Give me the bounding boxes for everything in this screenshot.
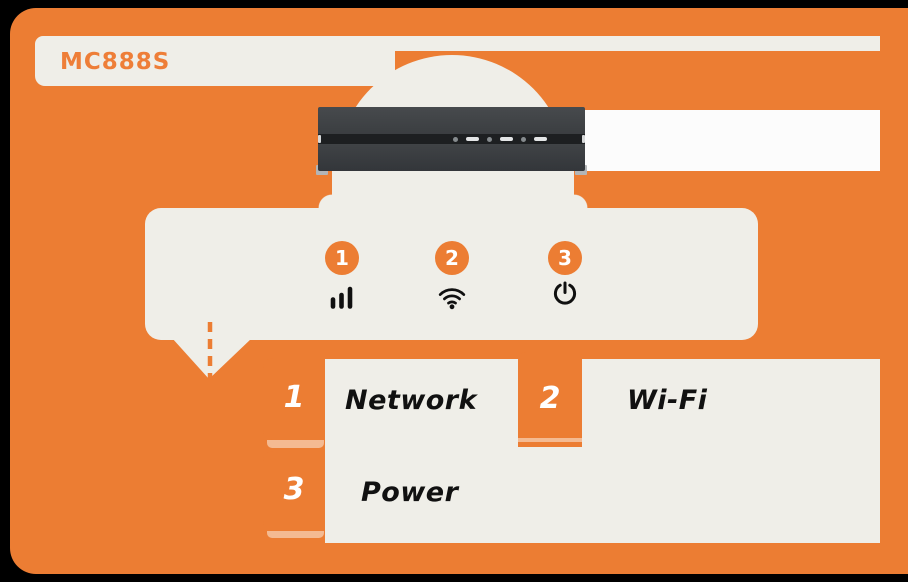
led-indicator [534,137,547,141]
dashed-pointer-line [207,322,213,380]
led-indicator [466,137,479,141]
legend-tab-1-shadow [267,440,324,448]
legend-tab-2: 2 [518,352,582,447]
router-device [316,107,587,175]
legend-tab-1: 1 [263,358,325,440]
wifi-icon [438,288,466,310]
led-indicator [500,137,513,141]
signal-bars-icon [330,286,353,309]
legend-panel [325,359,880,543]
legend-label-wifi: Wi-Fi [627,385,708,416]
model-name: MC888S [60,49,171,75]
callout-number-2: 2 [435,241,469,275]
power-icon [553,281,577,305]
device-notch-left [318,135,321,143]
device-led-strip [453,134,547,144]
legend-label-power: Power [361,477,459,508]
device-notch-right [582,135,585,143]
device-body [318,107,585,171]
legend-tab-3: 3 [263,451,325,531]
white-panel [585,110,880,171]
led-wifi-icon [487,136,492,142]
device-groove [318,134,585,144]
legend-label-network: Network [345,385,478,416]
led-signal-icon [521,136,526,142]
neck-fillet-right [574,194,588,208]
led-power-icon [453,136,458,142]
callout-number-1: 1 [325,241,359,275]
callout-number-3: 3 [548,241,582,275]
neck-fillet-left [318,194,332,208]
header-bar [35,36,395,86]
legend-tab-2-number: 2 [539,381,561,416]
legend-tab-2-shadow [518,438,582,442]
legend-tab-3-shadow [267,531,324,538]
